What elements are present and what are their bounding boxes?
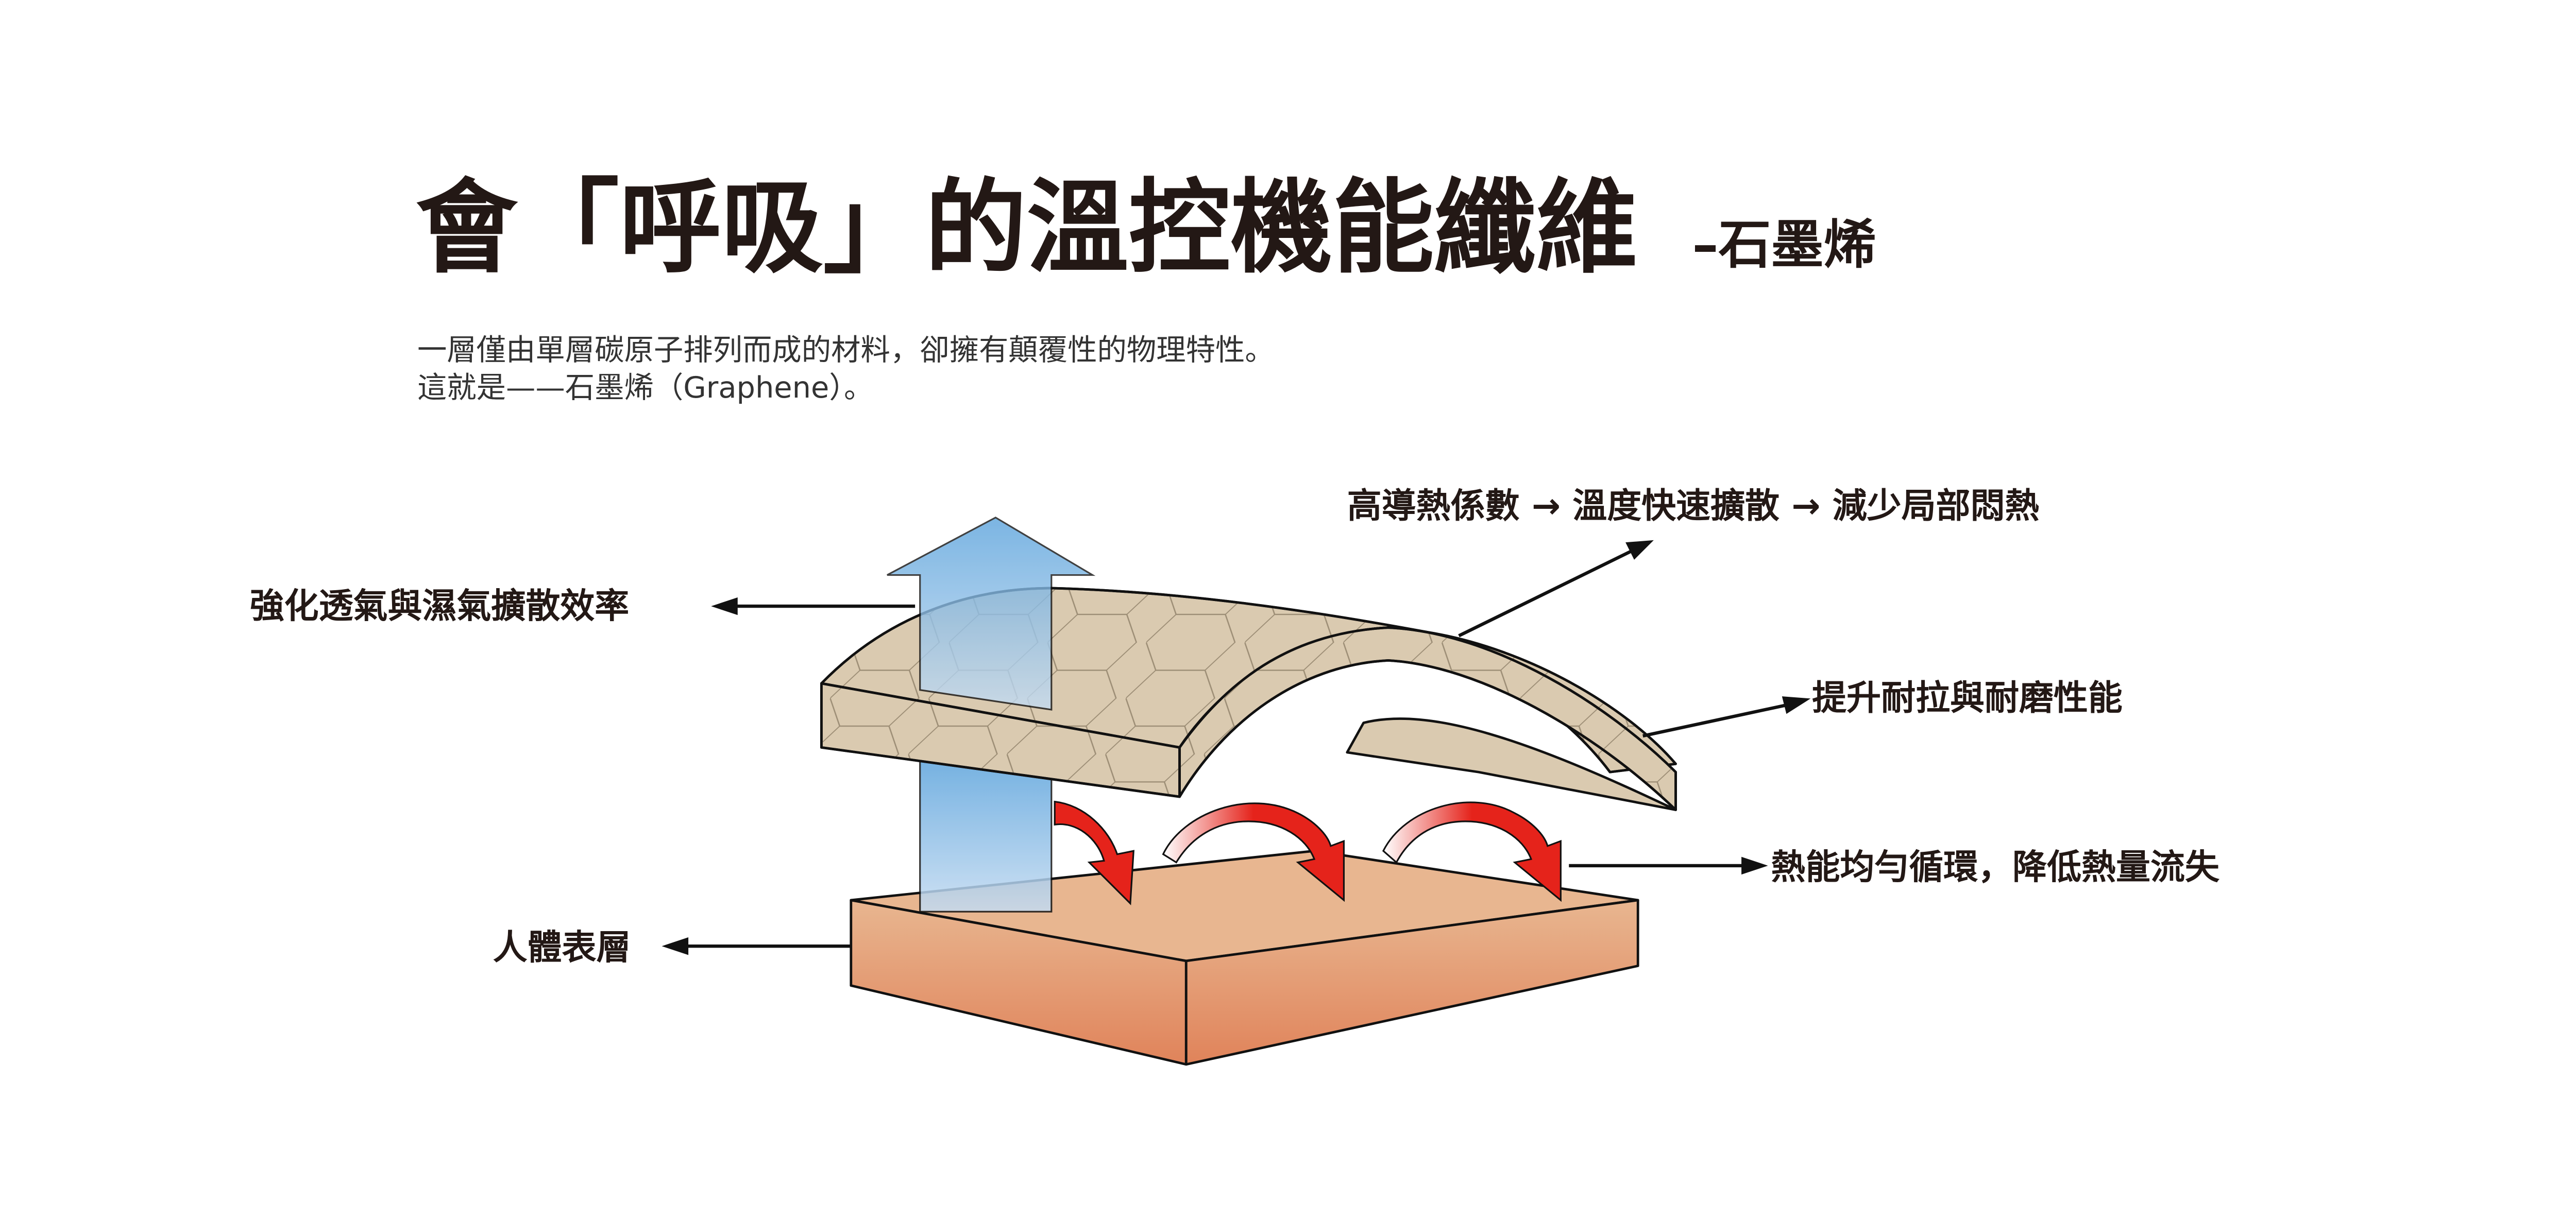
description-line-2: 這就是——石墨烯（Graphene）。 bbox=[417, 370, 873, 405]
label-skin: 人體表層 bbox=[493, 928, 631, 968]
label-heat-cycle: 熱能均勻循環，降低熱量流失 bbox=[1771, 847, 2220, 887]
heat-arrow-3 bbox=[1382, 801, 1562, 902]
heat-arrow-1 bbox=[1054, 800, 1134, 905]
label-durability: 提升耐拉與耐磨性能 bbox=[1812, 678, 2123, 718]
air-arrow-lower bbox=[919, 754, 1053, 913]
leader-lines bbox=[662, 540, 1811, 955]
heat-circulation-arrows bbox=[1054, 800, 1562, 905]
page-title: 會「呼吸」的溫控機能纖維 bbox=[416, 168, 1638, 287]
label-breathability: 強化透氣與濕氣擴散效率 bbox=[250, 586, 630, 626]
air-arrow-upper bbox=[887, 517, 1096, 711]
label-conductivity: 高導熱係數 → 溫度快速擴散 → 減少局部悶熱 bbox=[1347, 486, 2040, 526]
description-line-1: 一層僅由單層碳原子排列而成的材料，卻擁有顛覆性的物理特性。 bbox=[417, 333, 1275, 367]
page-title-suffix: –石墨烯 bbox=[1692, 215, 1876, 276]
heat-arrow-2 bbox=[1162, 802, 1345, 902]
skin-layer-block bbox=[850, 849, 1639, 1066]
